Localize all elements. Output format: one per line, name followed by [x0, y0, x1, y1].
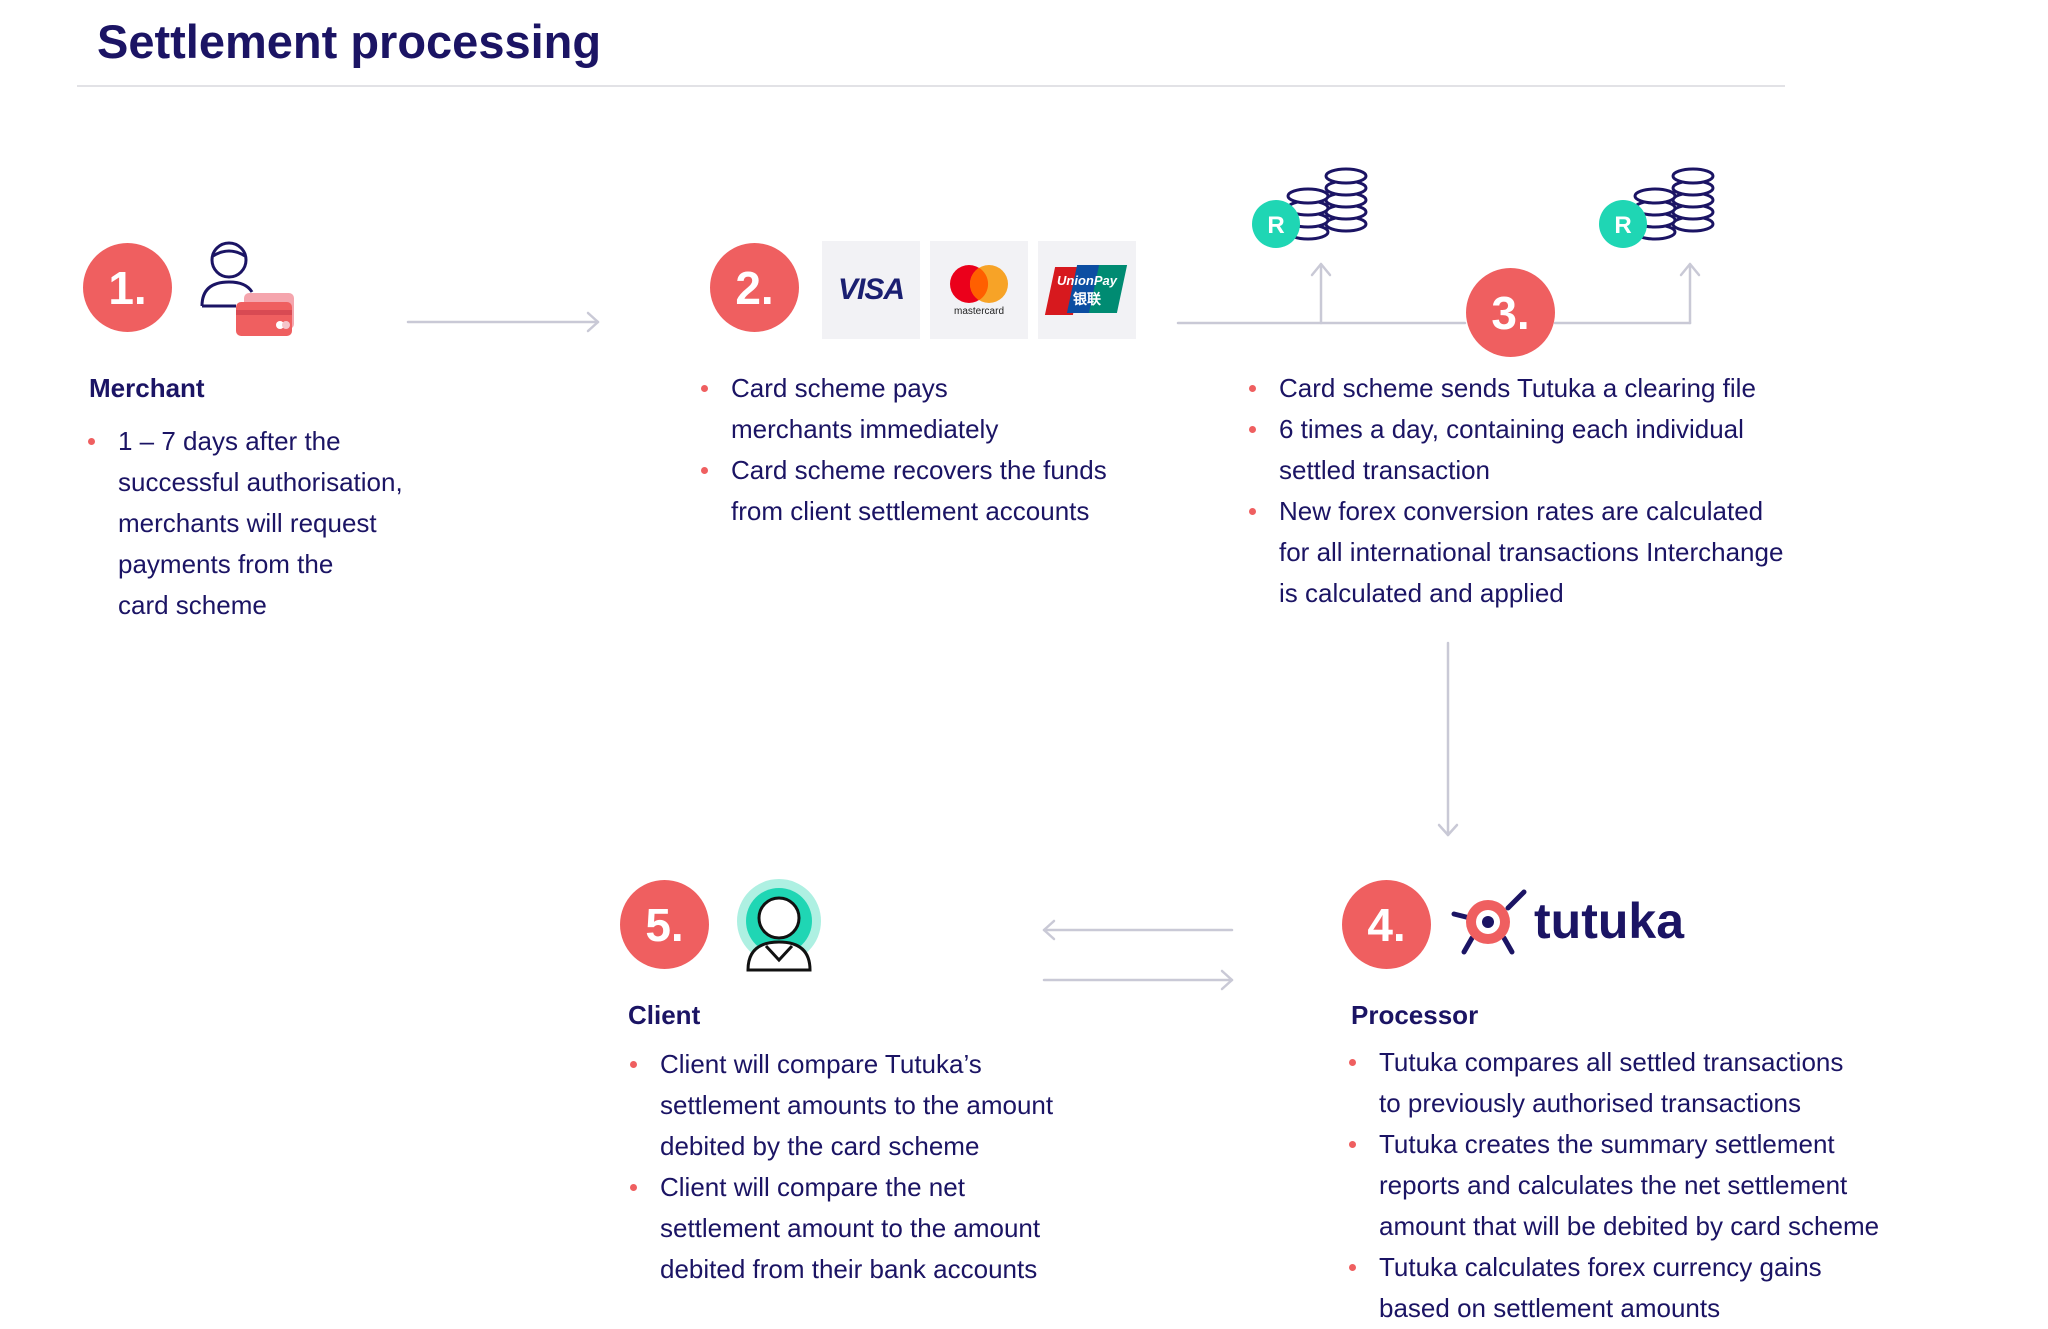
coins-icon-left: R [1250, 160, 1370, 250]
client-bullets: Client will compare Tutuka’s settlement … [630, 1044, 1053, 1290]
list-item: Card scheme sends Tutuka a clearing file [1249, 368, 1783, 409]
step-2-badge: 2. [710, 243, 799, 332]
list-item: Card scheme pays merchants immediately [701, 368, 1107, 450]
list-item: Client will compare the net settlement a… [630, 1167, 1053, 1290]
client-avatar-icon [737, 879, 821, 972]
mastercard-circles-icon [950, 264, 1008, 303]
client-heading: Client [628, 1000, 701, 1030]
arrow-merchant-to-scheme [406, 311, 600, 333]
list-item: Tutuka compares all settled transactions… [1349, 1042, 1879, 1124]
processor-bullets: Tutuka compares all settled transactions… [1349, 1042, 1879, 1329]
list-item: Tutuka creates the summary settlement re… [1349, 1124, 1879, 1247]
list-item: 6 times a day, containing each individua… [1249, 409, 1783, 491]
visa-logo: VISA [822, 241, 920, 339]
step-1-badge: 1. [83, 243, 172, 332]
clearing-bullets: Card scheme sends Tutuka a clearing file… [1249, 368, 1783, 614]
coins-icon-right: R [1597, 160, 1717, 250]
arrow-processor-to-client [1042, 919, 1234, 941]
scheme-bullets: Card scheme pays merchants immediately C… [701, 368, 1107, 532]
step-3-badge: 3. [1466, 268, 1555, 357]
list-item: Card scheme recovers the funds from clie… [701, 450, 1107, 532]
list-item: 1 – 7 days after the successful authoris… [88, 421, 403, 626]
coin-stack-icon [1599, 167, 1715, 248]
merchant-bullets: 1 – 7 days after the successful authoris… [88, 421, 403, 626]
tutuka-logo-text: tutuka [1534, 893, 1684, 949]
merchant-heading: Merchant [89, 373, 205, 403]
step-5-badge: 5. [620, 880, 709, 969]
title-divider [77, 85, 1785, 87]
processor-heading: Processor [1351, 1000, 1479, 1030]
mastercard-logo: mastercard [930, 241, 1028, 339]
step-4-badge: 4. [1342, 880, 1431, 969]
arrow-clearing-to-processor [1437, 641, 1459, 837]
list-item: New forex conversion rates are calculate… [1249, 491, 1783, 614]
list-item: Client will compare Tutuka’s settlement … [630, 1044, 1053, 1167]
connector-scheme-to-clearing [1176, 262, 1701, 325]
coin-stack-icon [1252, 167, 1368, 248]
arrow-client-to-processor [1042, 969, 1234, 991]
page-title: Settlement processing [97, 15, 602, 68]
merchant-icon [200, 241, 294, 336]
tutuka-logo-icon [1451, 889, 1527, 955]
unionpay-logo: UnionPay 银联 [1038, 241, 1136, 339]
unionpay-mark: UnionPay 银联 [1044, 265, 1128, 315]
